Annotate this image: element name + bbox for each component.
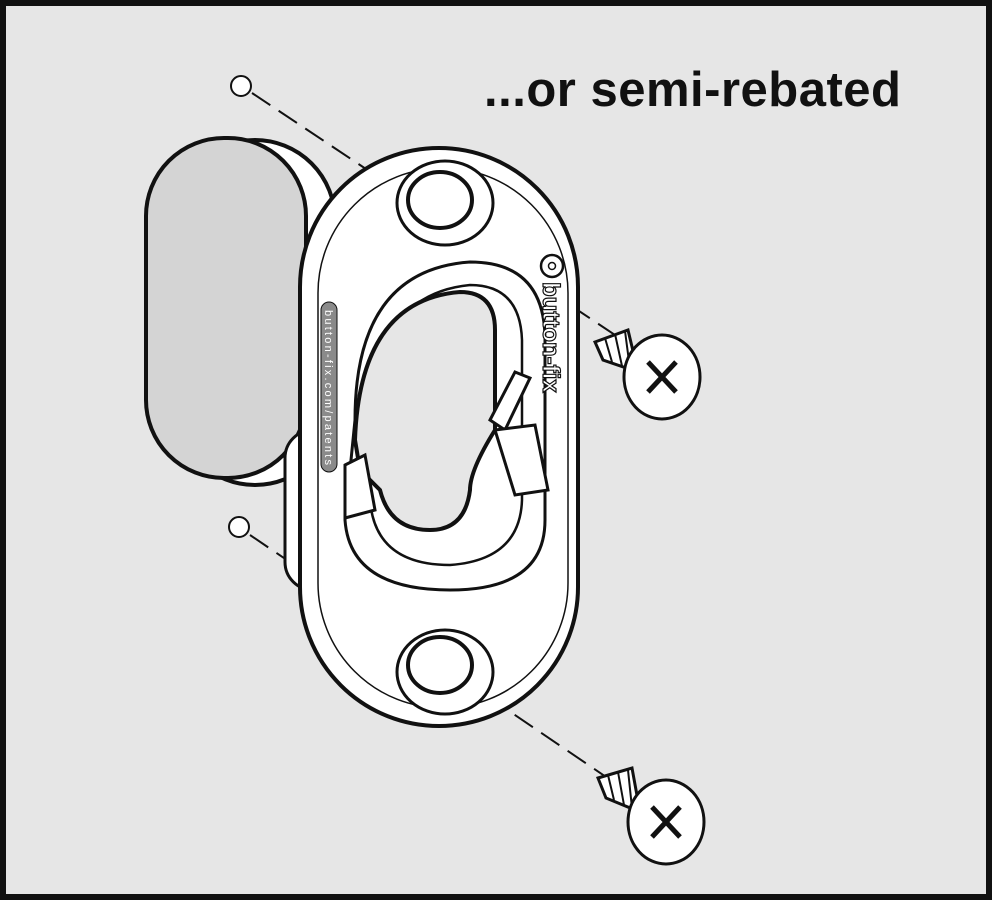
center-opening — [352, 289, 497, 533]
patent-text: button-fix.com/patents — [322, 310, 334, 466]
patent-label — [320, 301, 338, 473]
spring-clip-right — [488, 370, 533, 433]
wall-hole-top — [230, 75, 252, 97]
brand-logo-icon — [539, 253, 565, 279]
brand-text: button-fix — [537, 282, 564, 393]
button-cap — [144, 136, 337, 487]
phillips-head-icon — [650, 805, 682, 839]
screw-bottom — [595, 766, 706, 866]
phillips-head-icon — [646, 360, 678, 394]
fitting-illustration: button-fix button-fix.com/patents — [144, 75, 706, 866]
screw-top — [592, 328, 702, 421]
fitting-plate — [298, 146, 580, 728]
heading: ...or semi-rebated — [484, 63, 902, 117]
wall-hole-bottom — [228, 516, 250, 538]
spring-clip-left — [343, 452, 377, 520]
